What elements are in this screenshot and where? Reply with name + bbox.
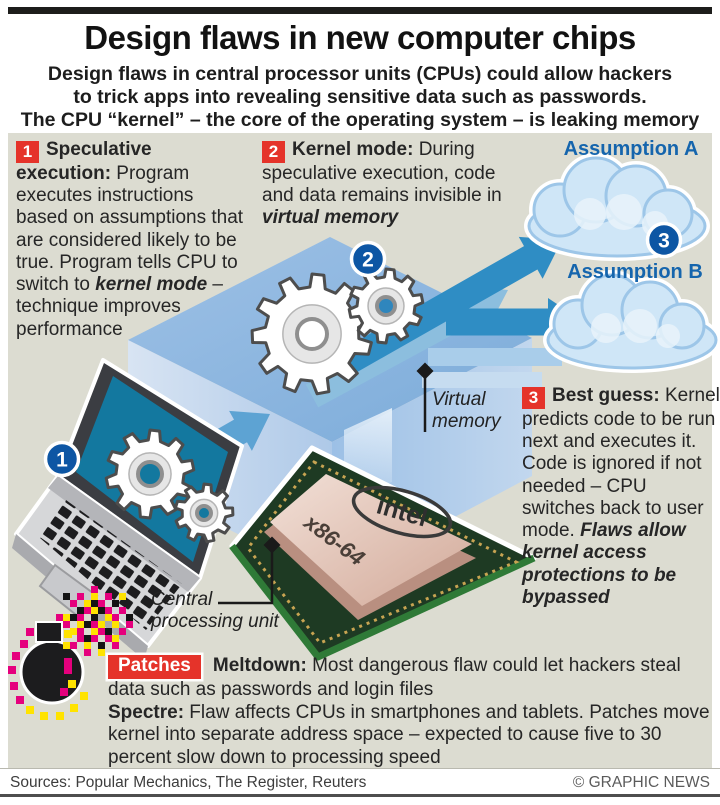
spectre-lead: Spectre: — [108, 701, 185, 723]
meltdown-body: Most dangerous flaw could let hackers st… — [108, 655, 681, 700]
cpu-pointer — [218, 536, 281, 605]
callout-3-emphasis: Flaws allow kernel access protections to… — [522, 520, 686, 608]
cpu-chip-illustration: intel x86-64 — [229, 445, 537, 661]
callout-3-lead: Best guess: — [552, 385, 660, 406]
step-marker-3: 3 — [645, 221, 683, 259]
program-gear-small — [173, 482, 235, 544]
step-3-badge: 3 — [522, 387, 545, 409]
arrow-band-light — [428, 348, 562, 366]
infographic-standfirst: Design flaws in central processor units … — [0, 63, 720, 132]
patches-section: Patches Meltdown: Most dangerous flaw cou… — [108, 655, 710, 770]
spectre-item: Spectre: Flaw affects CPUs in smartphone… — [108, 702, 710, 770]
callout-1-body: Program executes instructions based on a… — [16, 163, 244, 296]
virtual-memory-pointer — [416, 362, 434, 432]
callout-2-emphasis: virtual memory — [262, 207, 399, 229]
laptop-keyboard — [40, 500, 182, 630]
callout-1-tail: – technique improves performance — [16, 274, 223, 340]
patches-badge: Patches — [108, 655, 201, 679]
arrow-to-assumption-a — [337, 236, 562, 376]
standfirst-line-2: to trick apps into revealing sensitive d… — [73, 86, 647, 108]
bomb-icon — [8, 586, 133, 720]
assumption-b-cloud — [543, 270, 720, 373]
standfirst-line-3: The CPU “kernel” – the core of the opera… — [20, 109, 700, 131]
meltdown-item: Patches Meltdown: Most dangerous flaw cou… — [108, 655, 710, 702]
intel-logo: intel — [351, 485, 453, 539]
callout-1-lead: Speculative execution: — [16, 139, 152, 184]
step-marker-1: 1 — [43, 440, 81, 478]
virtual-memory-label: Virtual memory — [432, 389, 501, 432]
callout-best-guess: 3 Best guess: Kernel predicts code to be … — [522, 385, 720, 609]
meltdown-lead: Meltdown: — [212, 655, 307, 676]
assumption-a-cloud — [524, 153, 710, 261]
svg-text:2: 2 — [362, 249, 374, 272]
arrow-band-lighter — [422, 372, 542, 388]
credit-text: © GRAPHIC NEWS — [572, 774, 710, 791]
callout-1-emphasis: kernel mode — [95, 274, 208, 296]
top-rule — [8, 7, 712, 14]
standfirst-line-1: Design flaws in central processor units … — [47, 63, 673, 85]
sources-text: Sources: Popular Mechanics, The Register… — [10, 774, 367, 791]
svg-text:3: 3 — [658, 230, 670, 253]
callout-3-body: Kernel predicts code to be run next and … — [522, 385, 720, 542]
kernel-gear-small — [347, 267, 425, 345]
footer: Sources: Popular Mechanics, The Register… — [0, 768, 720, 797]
step-2-badge: 2 — [262, 141, 285, 163]
assumption-b-label: Assumption B — [567, 261, 703, 283]
callout-2-lead: Kernel mode: — [292, 139, 414, 160]
cpu-label: Central processing unit — [151, 589, 279, 632]
callout-kernel-mode: 2 Kernel mode: During speculative executi… — [262, 139, 522, 230]
infographic-title: Design flaws in new computer chips — [84, 19, 636, 56]
chip-ceramic — [270, 474, 472, 606]
chip-pins — [246, 460, 520, 645]
program-gear-large — [104, 428, 196, 520]
svg-text:1: 1 — [56, 449, 68, 472]
step-marker-2: 2 — [349, 240, 387, 278]
step-1-badge: 1 — [16, 141, 39, 163]
callout-2-body: During speculative execution, code and d… — [262, 139, 502, 207]
assumption-a-label: Assumption A — [563, 138, 699, 160]
spectre-body: Flaw affects CPUs in smartphones and tab… — [108, 701, 710, 769]
